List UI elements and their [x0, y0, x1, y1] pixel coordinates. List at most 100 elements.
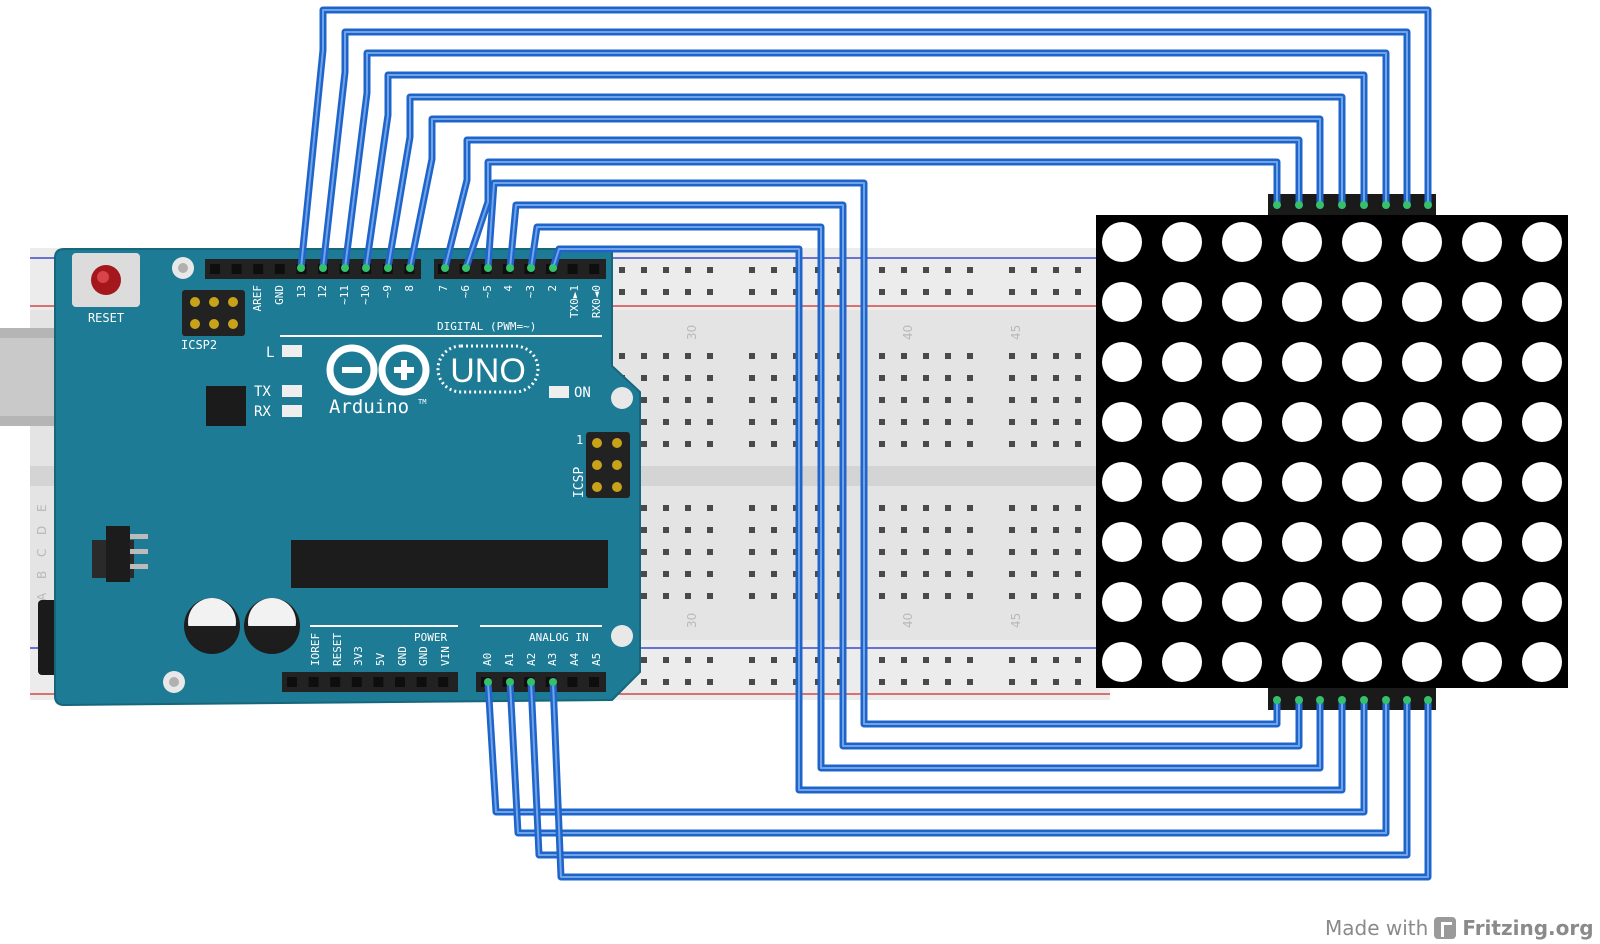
breadboard-hole [901, 657, 907, 663]
row-letter: D [35, 526, 49, 535]
matrix-led [1462, 582, 1502, 622]
wire [319, 28, 1411, 272]
header-pin [351, 677, 362, 687]
breadboard-hole [749, 267, 755, 273]
led-rx [282, 405, 302, 417]
usb-chip [206, 386, 246, 426]
breadboard-hole [685, 375, 691, 381]
breadboard-hole [1053, 353, 1059, 359]
breadboard-hole [923, 571, 929, 577]
breadboard-hole [1009, 527, 1015, 533]
breadboard-hole [641, 397, 647, 403]
matrix-led [1102, 462, 1142, 502]
breadboard-hole [749, 375, 755, 381]
breadboard-hole [1053, 441, 1059, 447]
header-pin [308, 677, 319, 687]
matrix-led [1462, 222, 1502, 262]
reset-button[interactable] [72, 253, 140, 307]
matrix-led [1222, 342, 1262, 382]
icsp2-header [182, 290, 245, 336]
breadboard-hole [663, 267, 669, 273]
breadboard-hole [749, 441, 755, 447]
breadboard-hole [663, 571, 669, 577]
pin-label: 7 [437, 285, 450, 292]
matrix-led [1162, 642, 1202, 682]
breadboard-hole [967, 419, 973, 425]
breadboard-hole [771, 527, 777, 533]
pin-label: A1 [503, 653, 516, 666]
breadboard-hole [945, 657, 951, 663]
breadboard-hole [1031, 419, 1037, 425]
breadboard-hole [967, 441, 973, 447]
wire [462, 158, 1281, 272]
breadboard-hole [945, 419, 951, 425]
pin-label: GND [417, 646, 430, 666]
made-with-label: Made with [1325, 916, 1429, 940]
breadboard-hole [641, 289, 647, 295]
breadboard-hole [901, 289, 907, 295]
matrix-led [1402, 642, 1442, 682]
matrix-led [1462, 462, 1502, 502]
breadboard-hole [945, 549, 951, 555]
breadboard-hole [879, 527, 885, 533]
breadboard-hole [967, 593, 973, 599]
breadboard-hole [641, 505, 647, 511]
breadboard-hole [945, 505, 951, 511]
pin-label: 8 [403, 285, 416, 292]
wire [506, 678, 1390, 837]
pin-label: A5 [590, 653, 603, 666]
breadboard-hole [707, 657, 713, 663]
breadboard-hole [641, 375, 647, 381]
matrix-led [1462, 282, 1502, 322]
row-letter: B [35, 571, 49, 579]
breadboard-hole [945, 593, 951, 599]
row-letter: C [35, 549, 49, 557]
breadboard-hole [901, 679, 907, 685]
breadboard-hole [641, 441, 647, 447]
breadboard-hole [707, 571, 713, 577]
breadboard-hole [685, 505, 691, 511]
matrix-led [1402, 522, 1442, 562]
matrix-led [1222, 402, 1262, 442]
breadboard-hole [619, 353, 625, 359]
breadboard-hole [879, 549, 885, 555]
breadboard-hole [945, 353, 951, 359]
matrix-led [1342, 642, 1382, 682]
breadboard-hole [967, 657, 973, 663]
matrix-led [1102, 582, 1142, 622]
breadboard-hole [923, 419, 929, 425]
pin-label: A4 [568, 652, 581, 666]
breadboard-hole [967, 527, 973, 533]
breadboard-hole [663, 593, 669, 599]
reset-label: RESET [88, 311, 124, 325]
breadboard-hole [945, 267, 951, 273]
matrix-led [1342, 282, 1382, 322]
matrix-led [1402, 282, 1442, 322]
breadboard-hole [1053, 571, 1059, 577]
breadboard-hole [749, 549, 755, 555]
matrix-led [1222, 642, 1262, 682]
breadboard-hole [619, 267, 625, 273]
matrix-led [1522, 282, 1562, 322]
header-pin [330, 677, 341, 687]
breadboard-hole [1031, 267, 1037, 273]
wire [362, 71, 1368, 272]
breadboard-hole [1009, 397, 1015, 403]
breadboard-hole [663, 419, 669, 425]
matrix-led [1522, 582, 1562, 622]
breadboard-hole [967, 267, 973, 273]
breadboard-hole [879, 657, 885, 663]
breadboard-hole [1075, 679, 1081, 685]
matrix-led [1282, 342, 1322, 382]
breadboard-hole [901, 375, 907, 381]
breadboard-hole [1009, 549, 1015, 555]
breadboard-hole [707, 375, 713, 381]
matrix-led [1462, 342, 1502, 382]
breadboard-hole [685, 593, 691, 599]
header-pin [567, 677, 578, 687]
breadboard-hole [1075, 527, 1081, 533]
breadboard-hole [663, 657, 669, 663]
breadboard-hole [771, 267, 777, 273]
header-pin [210, 264, 220, 274]
